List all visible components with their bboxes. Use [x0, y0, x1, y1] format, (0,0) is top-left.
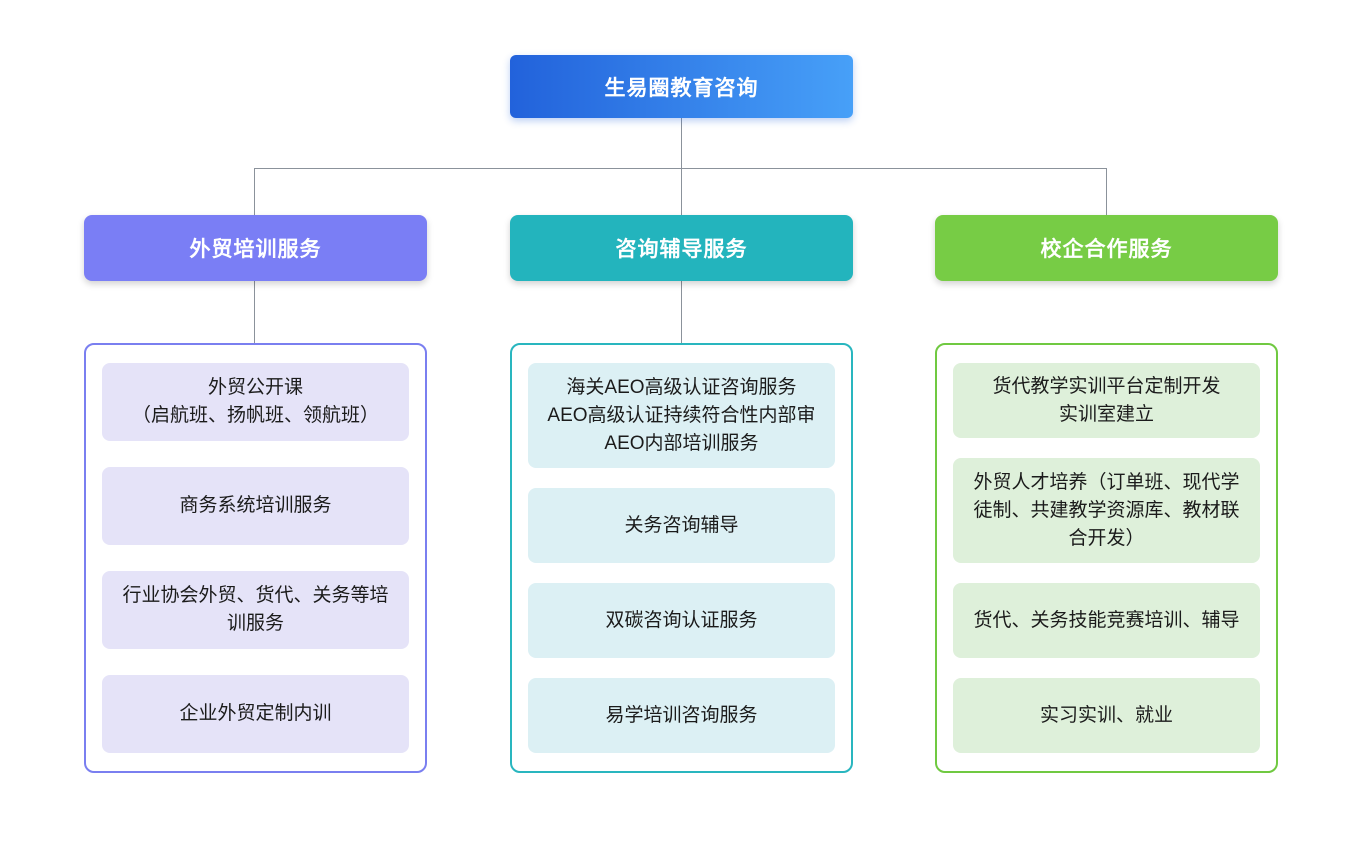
- root-node: 生易圈教育咨询: [510, 55, 853, 118]
- leaf-item: 关务咨询辅导: [528, 488, 835, 563]
- connector-branch2-vertical: [681, 168, 682, 215]
- connector-branch1-to-container: [254, 281, 255, 343]
- leaf-item: 货代、关务技能竞赛培训、辅导: [953, 583, 1260, 658]
- leaf-item: 企业外贸定制内训: [102, 675, 409, 753]
- leaf-item: 行业协会外贸、货代、关务等培训服务: [102, 571, 409, 649]
- connector-branch2-to-container: [681, 281, 682, 343]
- leaf-item: 外贸人才培养（订单班、现代学徒制、共建教学资源库、教材联合开发）: [953, 458, 1260, 563]
- leaf-item: 双碳咨询认证服务: [528, 583, 835, 658]
- connector-branch1-vertical: [254, 168, 255, 215]
- branch-header-trade-training: 外贸培训服务: [84, 215, 427, 281]
- branch-header-school-enterprise: 校企合作服务: [935, 215, 1278, 281]
- leaf-item: 外贸公开课 （启航班、扬帆班、领航班）: [102, 363, 409, 441]
- leaf-item: 货代教学实训平台定制开发 实训室建立: [953, 363, 1260, 438]
- leaf-item: 易学培训咨询服务: [528, 678, 835, 753]
- branch-header-consulting-coaching: 咨询辅导服务: [510, 215, 853, 281]
- leaf-item: 实习实训、就业: [953, 678, 1260, 753]
- branch-container-school-enterprise: 货代教学实训平台定制开发 实训室建立 外贸人才培养（订单班、现代学徒制、共建教学…: [935, 343, 1278, 773]
- branch-container-trade-training: 外贸公开课 （启航班、扬帆班、领航班） 商务系统培训服务 行业协会外贸、货代、关…: [84, 343, 427, 773]
- leaf-item: 海关AEO高级认证咨询服务 AEO高级认证持续符合性内部审 AEO内部培训服务: [528, 363, 835, 468]
- connector-main-horizontal: [254, 168, 1107, 169]
- branch-container-consulting-coaching: 海关AEO高级认证咨询服务 AEO高级认证持续符合性内部审 AEO内部培训服务 …: [510, 343, 853, 773]
- leaf-item: 商务系统培训服务: [102, 467, 409, 545]
- connector-root-vertical: [681, 118, 682, 169]
- connector-branch3-vertical: [1106, 168, 1107, 215]
